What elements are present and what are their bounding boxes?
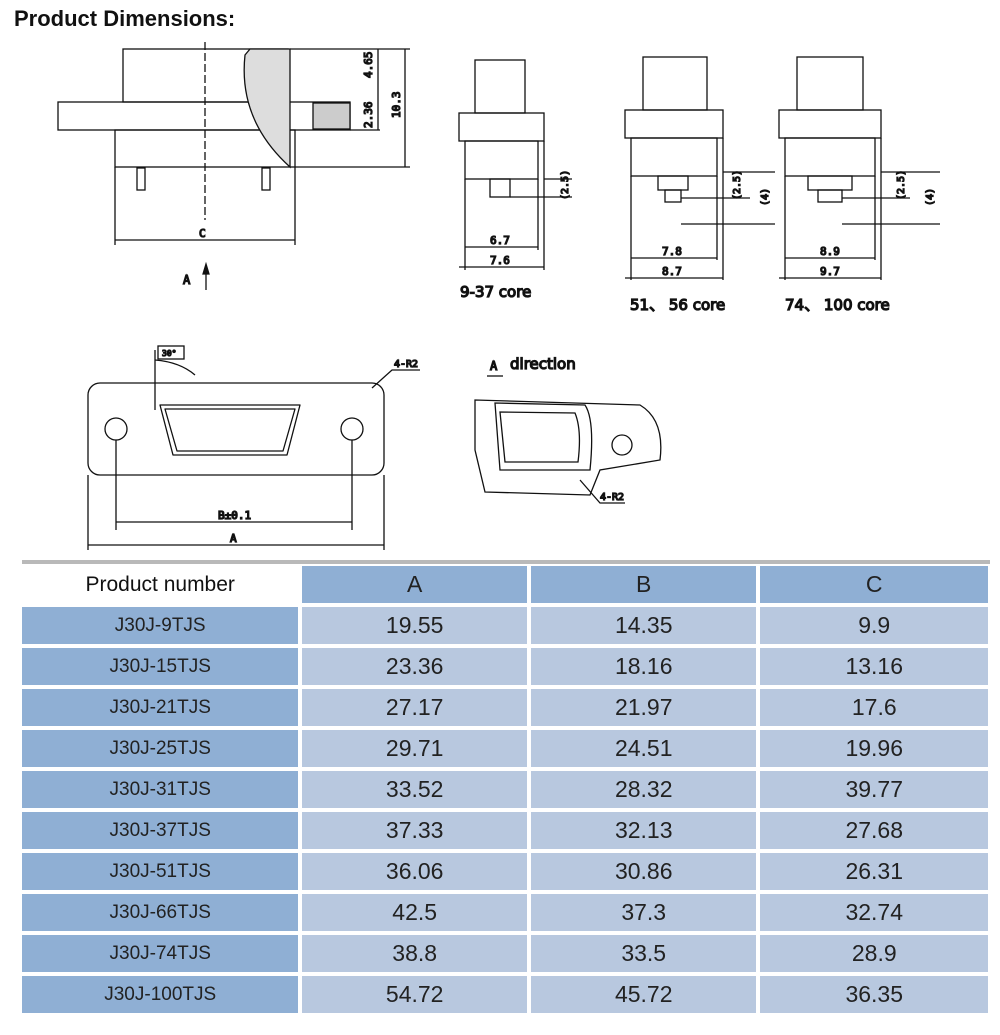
cell-a: 42.5 xyxy=(302,894,527,931)
dim-6-7: 6.7 xyxy=(490,234,510,247)
dim-8-9: 8.9 xyxy=(820,245,840,258)
cell-a: 33.52 xyxy=(302,771,527,808)
cell-product-number: J30J-25TJS xyxy=(22,730,299,767)
cell-a: 29.71 xyxy=(302,730,527,767)
caption-74-100-core: 74、 100 core xyxy=(785,296,890,314)
dim-9-7: 9.7 xyxy=(820,265,840,278)
side-view-drawing: 4.65 2.36 10.3 C A xyxy=(57,42,410,290)
caption-51-56-core: 51、 56 core xyxy=(630,296,725,314)
cell-b: 45.72 xyxy=(530,976,757,1013)
cell-product-number: J30J-51TJS xyxy=(22,853,299,890)
dim-b: B±0.1 xyxy=(218,509,251,522)
dim-7-8: 7.8 xyxy=(662,245,682,258)
radius-label: 4-R2 xyxy=(394,359,418,370)
table-header: Product number A B C xyxy=(22,564,990,605)
header-a: A xyxy=(302,566,527,603)
dim-2-5: (2.5) xyxy=(896,170,907,200)
cell-b: 30.86 xyxy=(530,853,757,890)
cell-product-number: J30J-21TJS xyxy=(22,689,299,726)
direction-a-label: A xyxy=(183,273,191,287)
cell-c: 32.74 xyxy=(760,894,988,931)
caption-9-37-core: 9-37 core xyxy=(460,283,531,301)
cell-c: 13.16 xyxy=(760,648,988,685)
cell-a: 38.8 xyxy=(302,935,527,972)
header-c: C xyxy=(760,566,988,603)
cell-c: 28.9 xyxy=(760,935,988,972)
angle-30: 30° xyxy=(162,349,176,358)
cell-b: 24.51 xyxy=(530,730,757,767)
cell-product-number: J30J-37TJS xyxy=(22,812,299,849)
dim-4-65: 4.65 xyxy=(362,52,375,79)
cell-c: 19.96 xyxy=(760,730,988,767)
dim-2-5: (2.5) xyxy=(732,170,743,200)
radius-label: 4-R2 xyxy=(600,492,624,503)
cell-product-number: J30J-31TJS xyxy=(22,771,299,808)
dim-4: (4) xyxy=(925,188,936,206)
cell-c: 27.68 xyxy=(760,812,988,849)
cell-b: 14.35 xyxy=(530,607,757,644)
dim-10-3: 10.3 xyxy=(390,92,403,119)
header-b: B xyxy=(530,566,757,603)
front-view-drawing: 30° 4-R2 B±0.1 A xyxy=(87,345,420,550)
cell-a: 27.17 xyxy=(302,689,527,726)
cell-product-number: J30J-100TJS xyxy=(22,976,299,1013)
dim-2-5: (2.5) xyxy=(560,170,571,200)
dim-2-36: 2.36 xyxy=(362,102,375,129)
cell-product-number: J30J-66TJS xyxy=(22,894,299,931)
dim-8-7: 8.7 xyxy=(662,265,682,278)
cell-c: 39.77 xyxy=(760,771,988,808)
view-51-56-core: (2.5) (4) 7.8 8.7 51、 56 core xyxy=(624,56,775,315)
page-title: Product Dimensions: xyxy=(14,6,236,31)
cell-a: 54.72 xyxy=(302,976,527,1013)
cell-a: 37.33 xyxy=(302,812,527,849)
cell-c: 36.35 xyxy=(760,976,988,1013)
cell-product-number: J30J-74TJS xyxy=(22,935,299,972)
cell-b: 28.32 xyxy=(530,771,757,808)
cell-product-number: J30J-9TJS xyxy=(22,607,299,644)
direction-view-drawing: A direction 4-R2 xyxy=(474,354,662,504)
view-9-37-core: (2.5) 6.7 7.6 9-37 core xyxy=(458,59,572,302)
cell-a: 23.36 xyxy=(302,648,527,685)
cell-c: 17.6 xyxy=(760,689,988,726)
dim-c: C xyxy=(199,227,206,240)
header-product-number: Product number xyxy=(22,566,299,603)
cell-b: 18.16 xyxy=(530,648,757,685)
cell-c: 26.31 xyxy=(760,853,988,890)
cell-b: 32.13 xyxy=(530,812,757,849)
view-74-100-core: (2.5) (4) 8.9 9.7 74、 100 core xyxy=(778,56,940,315)
dim-a: A xyxy=(230,532,237,545)
cell-b: 33.5 xyxy=(530,935,757,972)
cell-a: 19.55 xyxy=(302,607,527,644)
cell-b: 21.97 xyxy=(530,689,757,726)
direction-a-label: A xyxy=(490,359,498,373)
dim-4: (4) xyxy=(760,188,771,206)
cell-product-number: J30J-15TJS xyxy=(22,648,299,685)
dim-7-6: 7.6 xyxy=(490,254,510,267)
dimension-drawings: 4.65 2.36 10.3 C A (2.5) 6.7 7.6 9-37 co… xyxy=(57,42,940,550)
direction-label: direction xyxy=(510,355,576,373)
cell-c: 9.9 xyxy=(760,607,988,644)
cell-a: 36.06 xyxy=(302,853,527,890)
cell-b: 37.3 xyxy=(530,894,757,931)
